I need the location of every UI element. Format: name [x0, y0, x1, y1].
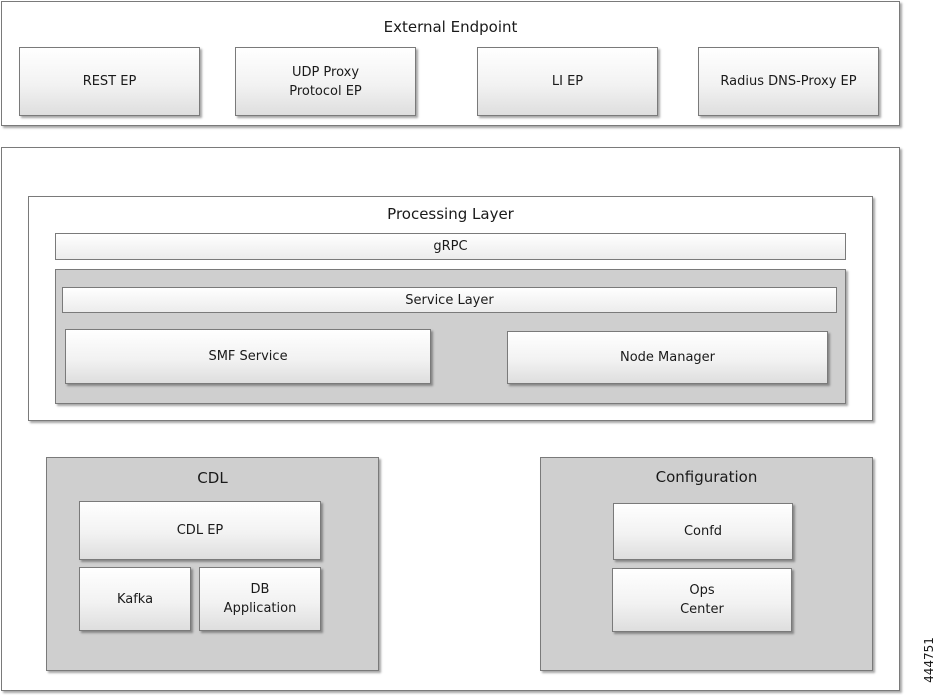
external-endpoint-title: External Endpoint [383, 18, 518, 36]
configuration-panel: Configuration [540, 457, 873, 671]
smf-service-box: SMF Service [65, 329, 431, 384]
grpc-bar: gRPC [55, 233, 846, 260]
ops-center-box: Ops Center [612, 568, 792, 632]
udp-proxy-protocol-ep-box: UDP Proxy Protocol EP [235, 47, 416, 116]
kafka-box: Kafka [79, 567, 191, 631]
cdl-ep-box: CDL EP [79, 501, 321, 560]
radius-dns-proxy-ep-box: Radius DNS-Proxy EP [698, 47, 879, 116]
node-manager-box: Node Manager [507, 331, 828, 384]
db-application-box: DB Application [199, 567, 321, 631]
cdl-title: CDL [197, 469, 228, 487]
service-layer-bar: Service Layer [62, 287, 837, 313]
configuration-title: Configuration [655, 468, 758, 486]
cdl-panel: CDL [46, 457, 379, 671]
processing-layer-title: Processing Layer [387, 205, 514, 223]
figure-id: 444751 [922, 637, 936, 683]
confd-box: Confd [613, 503, 793, 560]
rest-ep-box: REST EP [19, 47, 200, 116]
li-ep-box: LI EP [477, 47, 658, 116]
